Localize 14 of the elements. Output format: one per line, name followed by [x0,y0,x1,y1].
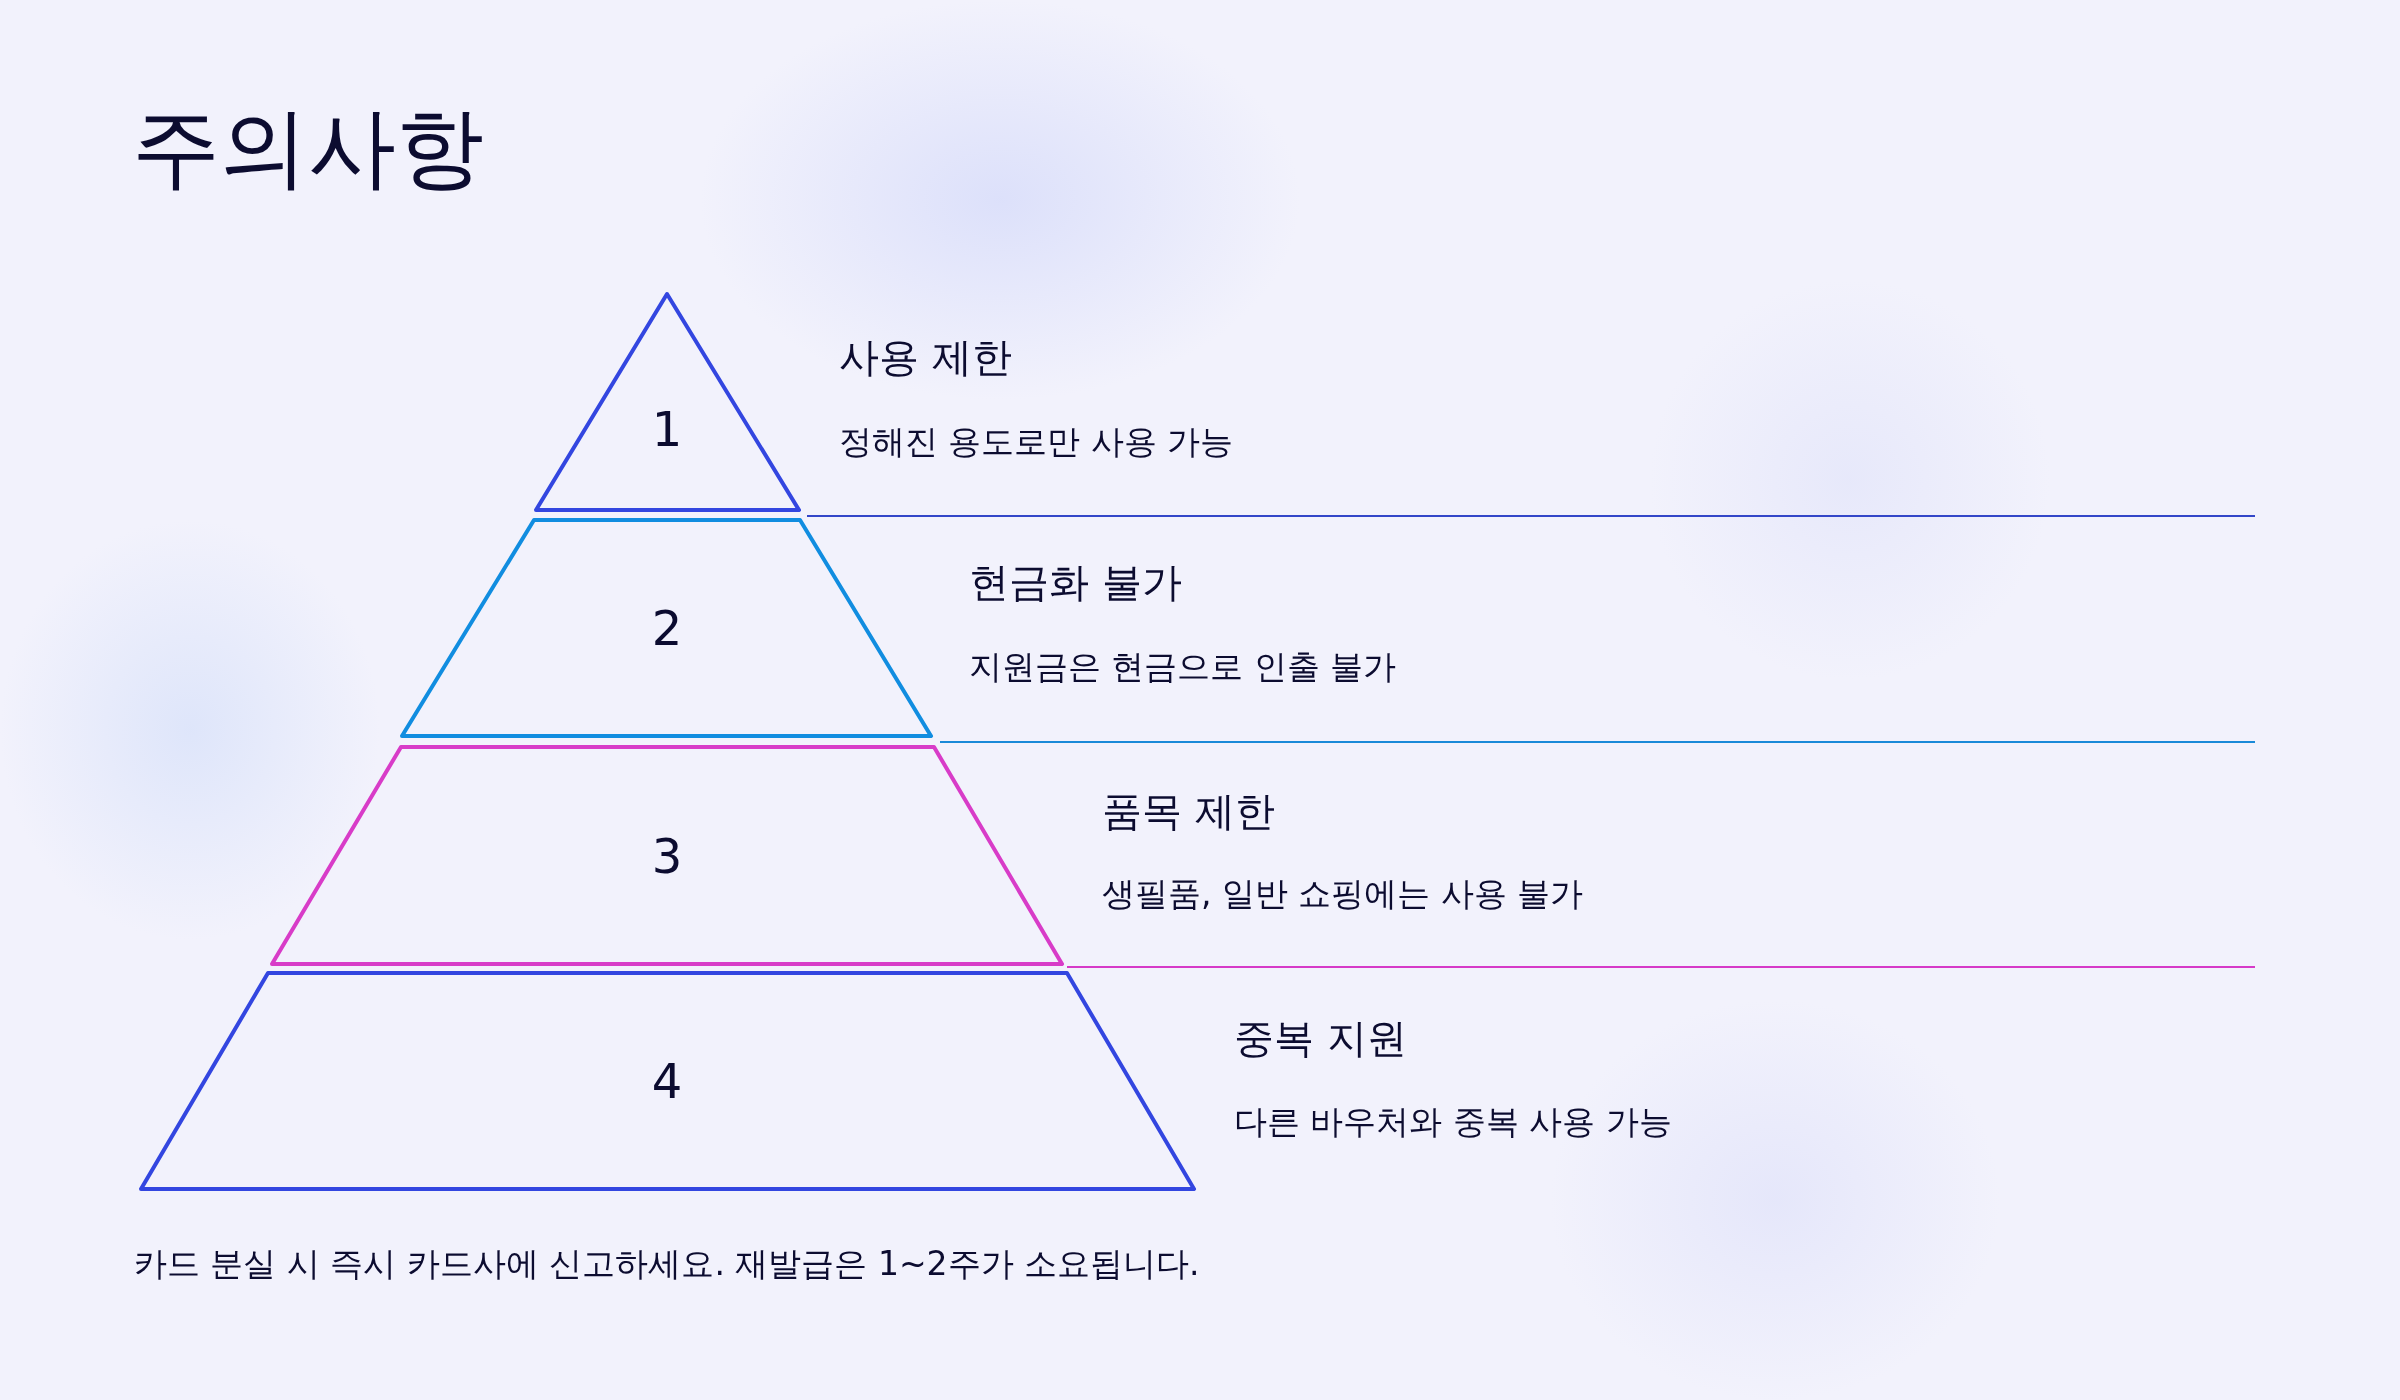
tier-number: 2 [651,604,683,652]
tier-number: 3 [651,831,683,880]
page-title: 주의사항 [132,100,484,197]
tier-description: 정해진 용도로만 사용 가능 [839,422,1234,462]
tier-heading: 사용 제한 [839,333,1012,381]
tier-heading: 품목 제한 [1102,787,1275,835]
tier-description: 지원금은 현금으로 인출 불가 [969,647,1397,687]
tier-heading: 중복 지원 [1234,1014,1407,1062]
tier-description: 생필품, 일반 쇼핑에는 사용 불가 [1102,874,1584,914]
tier-number: 4 [651,1057,683,1105]
footnote: 카드 분실 시 즉시 카드사에 신고하세요. 재발급은 1~2주가 소요됩니다. [134,1244,1200,1284]
tier-description: 다른 바우처와 중복 사용 가능 [1234,1102,1672,1142]
tier-number: 1 [651,405,683,453]
tier-heading: 현금화 불가 [969,558,1182,606]
